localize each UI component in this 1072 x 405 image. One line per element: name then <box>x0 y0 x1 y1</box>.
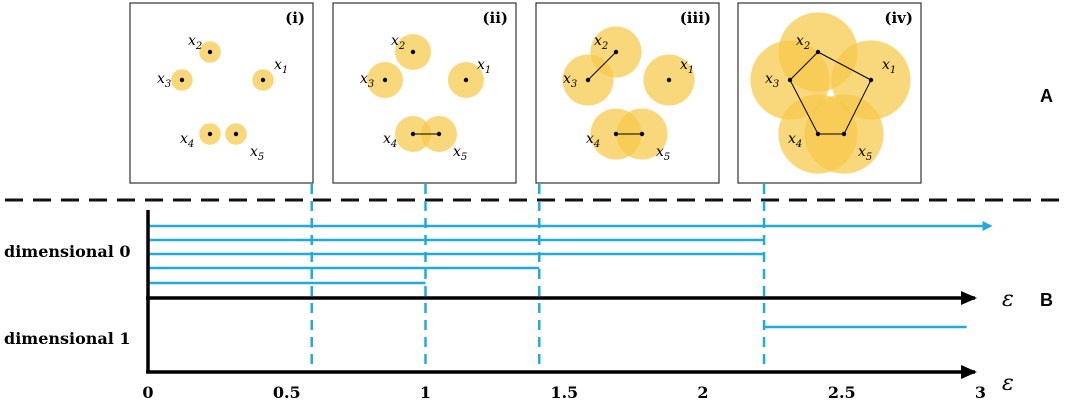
point-dot <box>639 131 645 137</box>
point-dot <box>260 77 266 83</box>
point-dot <box>815 131 821 137</box>
simplex-edge <box>789 79 819 135</box>
row-label-dim1: dimensional 1 <box>4 329 131 348</box>
point-dot <box>841 131 847 137</box>
section-b-label: B <box>1040 290 1053 310</box>
point-label-subscript: 1 <box>485 65 491 76</box>
panel-label: (ii) <box>482 9 508 27</box>
point-label-subscript: 4 <box>187 139 194 150</box>
point-dot <box>613 131 619 137</box>
x-axis-ticks: 0 0.5 1 1.5 2 2.5 3 <box>142 383 986 402</box>
point-dot <box>787 77 793 83</box>
point-label-subscript: 1 <box>282 65 288 76</box>
point-dot <box>815 49 821 55</box>
point-label-subscript: 5 <box>664 152 670 163</box>
point-dot <box>666 77 672 83</box>
point-label-subscript: 1 <box>688 65 694 76</box>
x-tick-label: 3 <box>975 383 986 402</box>
point-dot <box>382 77 388 83</box>
epsilon-symbol-lower: ε <box>1002 371 1014 396</box>
x-tick-label: 0 <box>142 383 153 402</box>
simplex-edge <box>843 79 872 135</box>
point-dot <box>233 131 239 137</box>
x-tick-label: 0.5 <box>273 383 301 402</box>
simplex-edge <box>817 51 872 81</box>
panel-epsilon-guides <box>310 184 766 372</box>
point-label-subscript: 5 <box>866 152 872 163</box>
panel-label: (i) <box>285 9 305 27</box>
simplex-edge <box>789 51 819 81</box>
point-dot <box>179 77 185 83</box>
point-label-subscript: 5 <box>461 152 467 163</box>
panel-label: (iii) <box>680 9 711 27</box>
point-label-subscript: 2 <box>195 41 202 52</box>
point-label-subscript: 2 <box>601 41 608 52</box>
point-dot <box>613 49 619 55</box>
x-tick-label: 2 <box>697 383 708 402</box>
section-a-label: A <box>1040 86 1053 106</box>
point-dot <box>207 131 213 137</box>
point-label-subscript: 4 <box>390 139 397 150</box>
panel-label: (iv) <box>884 9 913 27</box>
panel-frame <box>332 2 517 184</box>
point-dot <box>868 77 874 83</box>
row-label-dim0: dimensional 0 <box>4 242 131 261</box>
epsilon-symbol-upper: ε <box>1002 287 1014 312</box>
simplex-edge <box>587 51 617 81</box>
point-dot <box>410 131 416 137</box>
panel-frame <box>129 2 314 184</box>
point-dot <box>410 49 416 55</box>
point-label-subscript: 3 <box>368 79 374 90</box>
point-label-subscript: 3 <box>165 79 171 90</box>
point-label-subscript: 3 <box>773 79 779 90</box>
point-label-subscript: 2 <box>803 41 810 52</box>
barcode-bars <box>148 221 993 329</box>
point-dot <box>585 77 591 83</box>
point-label-subscript: 5 <box>258 152 264 163</box>
point-dot <box>463 77 469 83</box>
point-dot <box>207 49 213 55</box>
barcode-axes: ε ε B dimensional 0 dimensional 1 <box>4 210 1053 396</box>
x-tick-label: 1.5 <box>550 383 578 402</box>
section-label-a: A <box>1040 86 1053 106</box>
point-dot <box>436 131 442 137</box>
point-label-subscript: 4 <box>795 139 802 150</box>
x-tick-label: 2.5 <box>828 383 856 402</box>
point-label-subscript: 4 <box>593 139 600 150</box>
point-label-subscript: 1 <box>890 65 896 76</box>
point-label-subscript: 3 <box>571 79 577 90</box>
point-label-subscript: 2 <box>398 41 405 52</box>
x-tick-label: 1 <box>420 383 431 402</box>
